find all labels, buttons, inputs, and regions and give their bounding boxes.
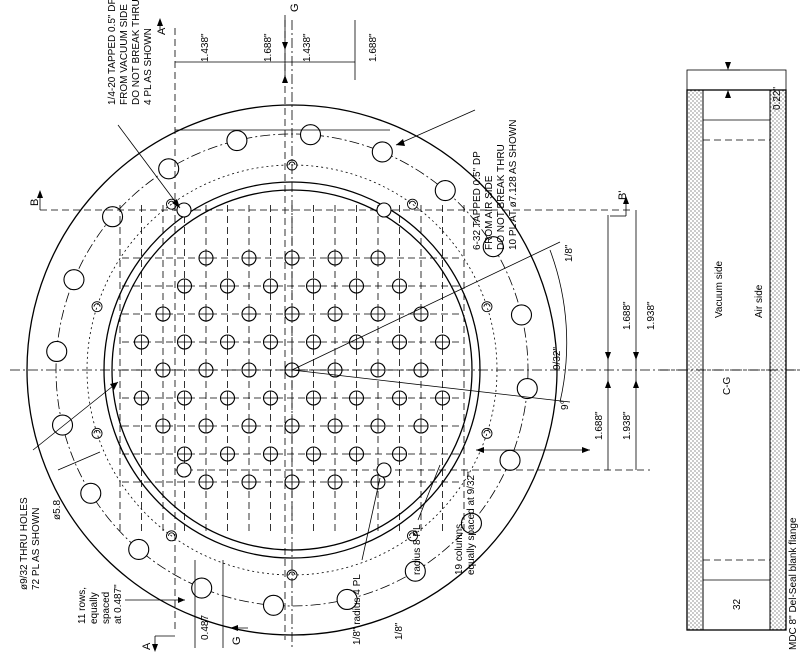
side-view-wall-left <box>686 89 704 631</box>
radius-8pl-note: radius 8 PL <box>412 524 423 575</box>
section-a-top: A <box>156 27 168 35</box>
bolt-hole <box>226 129 248 152</box>
bolt-hole <box>158 158 180 180</box>
angle-line-upper <box>291 241 561 371</box>
tapped-hole <box>407 530 418 542</box>
tapped-hole-mark <box>93 430 101 434</box>
dim-1938-right: 1.938" <box>646 301 657 330</box>
bolt-hole <box>499 449 521 471</box>
bolt-hole <box>262 594 285 616</box>
bolt-hole <box>460 512 483 534</box>
front-view <box>10 20 800 650</box>
dim-1438-top: 1.438" <box>200 33 211 62</box>
tapped-hole-mark <box>409 200 416 205</box>
bolt-hole <box>63 269 85 291</box>
rows-note-4: at 0.487" <box>113 584 124 624</box>
thru-holes-grid <box>133 250 451 490</box>
bolt-hole <box>191 577 213 599</box>
dim-1688-top: 1.688" <box>263 33 274 62</box>
right-annotations: 6-32 TAPPED 0.5" DP FROM AIR SIDE DO NOT… <box>352 109 657 645</box>
bolt-hole <box>404 560 426 582</box>
bolt-hole <box>46 340 68 363</box>
angle-arc <box>549 249 568 403</box>
tapped-hole <box>91 427 103 439</box>
tap-vacuum-note-3: DO NOT BREAK THRU <box>131 0 142 105</box>
bolt-hole <box>299 124 322 146</box>
tap-vacuum-note-1: 1/4-20 TAPPED 0.5" DP <box>107 0 118 105</box>
tap-air-leader <box>395 109 476 146</box>
columns-note-2: equally spaced at 9/32" <box>466 471 477 575</box>
dia-5-8-leader <box>57 451 101 471</box>
angle-line-lower <box>291 369 571 403</box>
tapped-hole-mark <box>409 532 416 536</box>
tapped-hole-mark <box>168 532 175 536</box>
section-cg-label: C-G <box>722 376 733 395</box>
dim-0487: 0.487 <box>200 615 211 640</box>
section-b-right: B' <box>617 191 629 200</box>
radius-1-8-lower: 1/8" <box>394 622 405 640</box>
bolt-hole <box>80 482 102 504</box>
tapped-hole-mark <box>93 303 101 307</box>
bolt-hole <box>371 141 393 163</box>
tap-air-note-3: DO NOT BREAK THRU <box>496 144 507 250</box>
tap-air-note-1: 6-32 TAPPED 0.5" DP <box>472 151 483 250</box>
dim-9-32: 9/32" <box>552 347 563 370</box>
thru-holes-leader <box>32 381 119 451</box>
section-b-left: B <box>29 199 41 206</box>
bolt-hole <box>336 588 358 611</box>
section-g-bottom: G <box>231 636 243 645</box>
tapped-hole <box>91 301 103 313</box>
dia-5-8-label: ø5.8 <box>52 500 63 520</box>
tapped-hole-mark <box>483 303 491 307</box>
tap-air-note-2: FROM AIR SIDE <box>484 175 495 250</box>
bolt-hole <box>101 206 124 228</box>
bolt-holes <box>46 124 538 616</box>
radius-4pl-note: 1/8" radius 4 PL <box>352 574 363 645</box>
bolt-hole <box>482 236 504 258</box>
dim-1688-right: 1.688" <box>622 301 633 330</box>
columns-note-1: 19 columns, <box>454 521 465 575</box>
bolt-hole <box>128 538 150 561</box>
dim-022: 0.22" <box>772 87 783 110</box>
angle-9: 9° <box>560 400 571 410</box>
dim-1438-top2: 1.438" <box>302 33 313 62</box>
dim-1688-top2: 1.688" <box>368 33 379 62</box>
section-g-top: G <box>289 3 301 12</box>
side-view-caption: MDC 8" Del-Seal blank flange <box>788 517 799 650</box>
air-side-label: Air side <box>754 284 765 318</box>
vacuum-side-label: Vacuum side <box>714 260 725 318</box>
tap-vacuum-note-4: 4 PL AS SHOWN <box>143 28 154 105</box>
tapped-hole-mark <box>483 429 491 434</box>
tapped-hole <box>166 530 177 542</box>
bolt-hole <box>516 377 538 400</box>
rows-note-2: equally <box>89 592 100 624</box>
tap-vacuum-leader <box>117 124 181 209</box>
bolt-hole <box>510 304 533 326</box>
tapped-hole-mark <box>288 161 296 166</box>
dim-32: 32 <box>732 598 743 610</box>
bolt-hole <box>434 179 456 202</box>
tap-air-note-4: 10 PL AT ø7.128 AS SHOWN <box>508 120 519 250</box>
rows-note-3: spaced <box>101 592 112 624</box>
section-a-bottom: A <box>141 642 153 650</box>
tapped-hole <box>481 427 493 439</box>
side-view: 0.22" 32 Vacuum side Air side C-G MDC 8"… <box>660 62 800 650</box>
tap-vacuum-note-2: FROM VACUUM SIDE <box>119 4 130 105</box>
radius-1-8-upper: 1/8" <box>564 244 575 262</box>
dim-1688-lower: 1.688" <box>594 411 605 440</box>
thru-holes-note-1: ø9/32 THRU HOLES <box>19 497 30 590</box>
thru-holes-note-2: 72 PL AS SHOWN <box>31 508 42 590</box>
quarter-20-taps <box>176 202 392 478</box>
left-annotations: ø9/32 THRU HOLES 72 PL AS SHOWN ø5.8 11 … <box>19 381 248 652</box>
tapped-hole-mark <box>288 571 296 576</box>
dim-1938-lower: 1.938" <box>622 411 633 440</box>
tapped-hole <box>407 198 418 210</box>
tapped-hole <box>481 301 493 313</box>
side-view-wall-right <box>769 89 787 631</box>
top-annotations: 1/4-20 TAPPED 0.5" DP FROM VACUUM SIDE D… <box>29 0 390 210</box>
rows-note-1: 11 rows, <box>77 587 88 624</box>
